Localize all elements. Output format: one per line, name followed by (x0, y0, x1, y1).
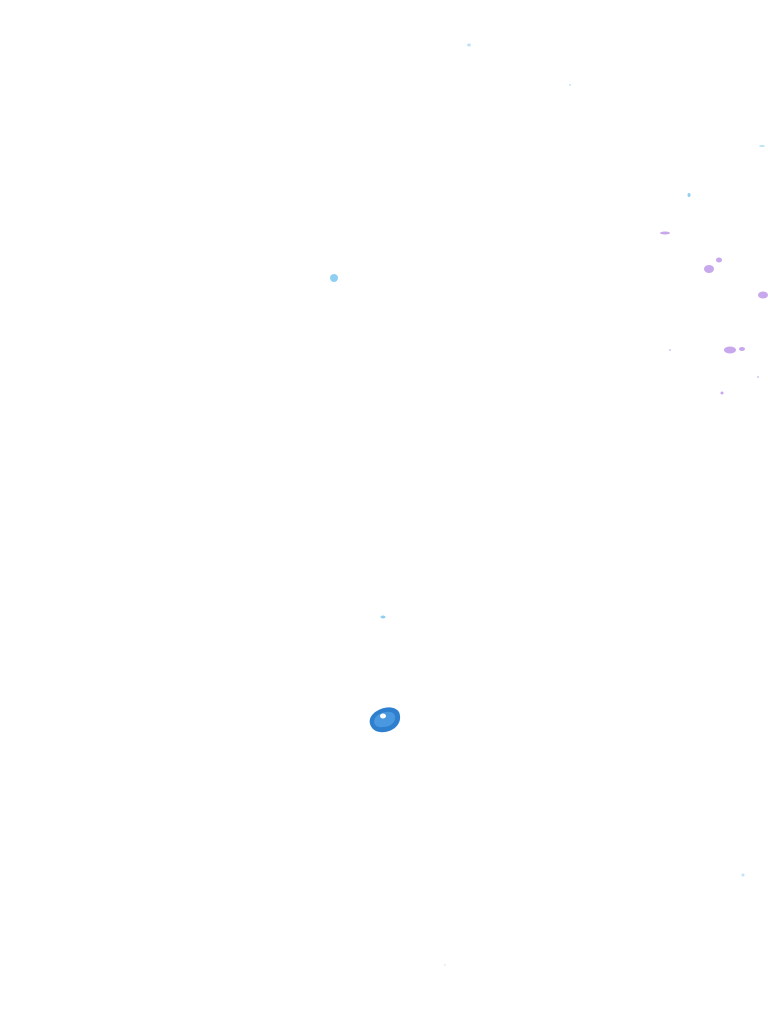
speck-violet-9 (720, 391, 724, 395)
speck-blue-mid (380, 615, 386, 619)
speck-blue-left (330, 274, 338, 282)
speck-violet-5 (724, 346, 736, 354)
speck-top-3 (759, 145, 765, 147)
blue-blob (369, 707, 401, 733)
speck-violet-4 (758, 291, 768, 299)
speck-bottom-1 (741, 873, 745, 877)
speck-violet-3 (716, 257, 722, 263)
speck-top-4 (687, 193, 691, 197)
speck-violet-7 (669, 349, 671, 351)
speck-top-1 (467, 43, 471, 47)
speck-violet-6 (739, 347, 745, 351)
speck-violet-2 (704, 265, 714, 273)
speck-top-2 (569, 84, 571, 86)
speck-bottom-2 (444, 964, 446, 966)
speck-violet-8 (757, 376, 759, 378)
speck-violet-1 (660, 231, 670, 235)
